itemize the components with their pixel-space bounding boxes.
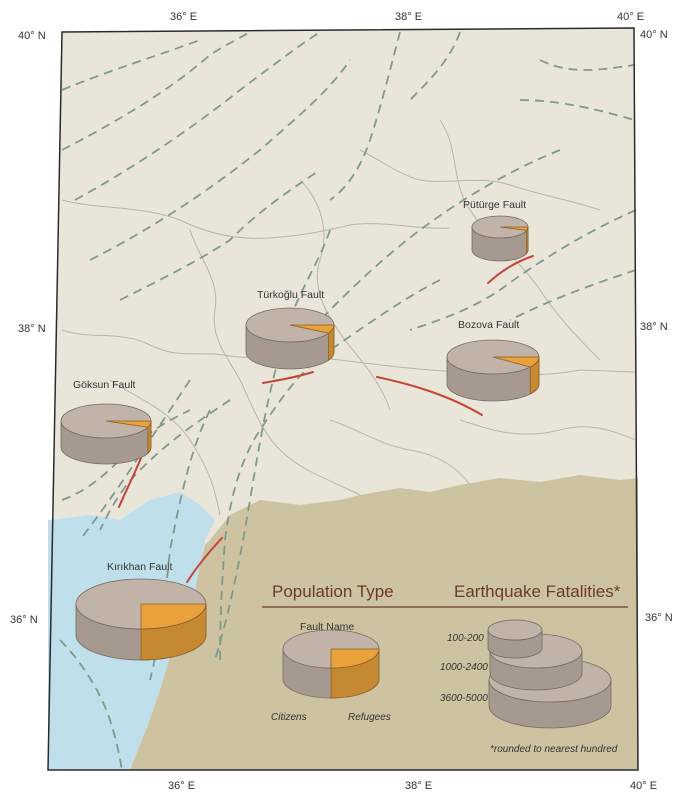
legend-footnote: *rounded to nearest hundred	[490, 744, 618, 755]
coord-top-left: 40° N	[18, 30, 46, 42]
legend-population-pie	[282, 629, 380, 699]
legend-population-type-title: Population Type	[272, 582, 394, 601]
puturge-fault-pie-refugees-side	[526, 226, 529, 255]
bozova-fault-label: Bozova Fault	[458, 319, 519, 331]
dashed-fault-line	[61, 39, 201, 91]
rupture-traces	[118, 255, 534, 583]
legend-size-label-medium: 1000-2400	[440, 662, 488, 673]
dashed-fault-line	[509, 269, 637, 321]
legend-pie	[282, 629, 380, 699]
dashed-fault-line	[214, 229, 331, 661]
coordinate-labels: 40° N 40° N 36° E 38° E 40° E 38° N 38° …	[10, 11, 673, 792]
dashed-fault-line	[61, 31, 251, 151]
puturge-fault-pie	[471, 215, 529, 262]
kirikhan-fault-pie	[75, 578, 207, 661]
coord-left-38n: 38° N	[18, 323, 46, 335]
coord-right-38n: 38° N	[640, 321, 668, 333]
dashed-fault-line	[61, 409, 191, 501]
regional-dashed-faults	[59, 31, 637, 771]
coord-bottom-38e: 38° E	[405, 780, 432, 792]
bozova-fault-pie	[446, 339, 540, 402]
legend-citizens-label: Citizens	[271, 712, 307, 723]
puturge-fault-pie-refugees-wedge	[499, 226, 529, 231]
border-line	[459, 419, 637, 441]
border-line	[329, 419, 471, 486]
fault-labels: Pütürge Fault Türkoğlu Fault Bozova Faul…	[73, 199, 526, 573]
turkoglu-fault-pie-refugees-wedge	[289, 324, 335, 334]
dashed-fault-line	[539, 59, 635, 71]
puturge-rupture-trace	[487, 255, 534, 284]
turkoglu-rupture-trace	[262, 371, 314, 384]
kirikhan-rupture-trace	[186, 537, 223, 583]
dashed-fault-line	[59, 639, 123, 771]
border-line	[359, 149, 601, 211]
coord-bottom-40e: 40° E	[630, 780, 657, 792]
dashed-fault-line	[119, 169, 321, 301]
size-disc-small-top	[487, 619, 543, 641]
border-line	[109, 379, 221, 516]
dashed-fault-line	[74, 31, 321, 201]
legend-size-label-large: 3600-5000	[440, 693, 488, 704]
fault-pie-symbols	[60, 215, 540, 661]
dashed-fault-line	[79, 379, 191, 541]
legend-size-label-small: 100-200	[447, 633, 484, 644]
bozova-fault-pie-refugees-wedge	[492, 356, 540, 368]
dashed-fault-line	[89, 59, 351, 261]
bozova-rupture-trace	[376, 376, 483, 416]
dashed-fault-line	[329, 31, 401, 201]
legend: Population Type Earthquake Fatalities* F…	[262, 582, 628, 755]
goksun-fault-pie	[60, 403, 152, 465]
turkoglu-fault-pie	[245, 307, 335, 370]
coord-left-36n: 36° N	[10, 614, 38, 626]
dashed-fault-line	[409, 31, 461, 101]
border-line	[61, 199, 451, 239]
kirikhan-fault-label: Kırıkhan Fault	[107, 561, 172, 573]
coord-top-right: 40° N	[640, 29, 668, 41]
turkoglu-fault-label: Türkoğlu Fault	[257, 289, 324, 301]
coord-top-40e: 40° E	[617, 11, 644, 23]
size-disc-small	[487, 619, 543, 659]
goksun-rupture-trace	[118, 457, 142, 508]
border-line	[189, 229, 361, 496]
dashed-fault-line	[409, 209, 637, 331]
goksun-fault-label: Göksun Fault	[73, 379, 136, 391]
dashed-fault-line	[319, 149, 561, 321]
kirikhan-fault-pie-refugees-wedge	[140, 603, 207, 630]
legend-refugees-label: Refugees	[348, 712, 391, 723]
legend-pie-refugees-wedge	[330, 648, 380, 669]
coord-right-36n: 36° N	[645, 612, 673, 624]
province-borders	[61, 119, 637, 516]
coord-top-38e: 38° E	[395, 11, 422, 23]
legend-fatalities-title: Earthquake Fatalities*	[454, 582, 621, 601]
legend-size-discs	[487, 619, 612, 729]
coord-bottom-36e: 36° E	[168, 780, 195, 792]
coord-top-36e: 36° E	[170, 11, 197, 23]
goksun-fault-pie-refugees-wedge	[105, 420, 152, 428]
border-line	[299, 179, 391, 411]
puturge-fault-label: Pütürge Fault	[463, 199, 526, 211]
map-frame	[47, 27, 639, 771]
